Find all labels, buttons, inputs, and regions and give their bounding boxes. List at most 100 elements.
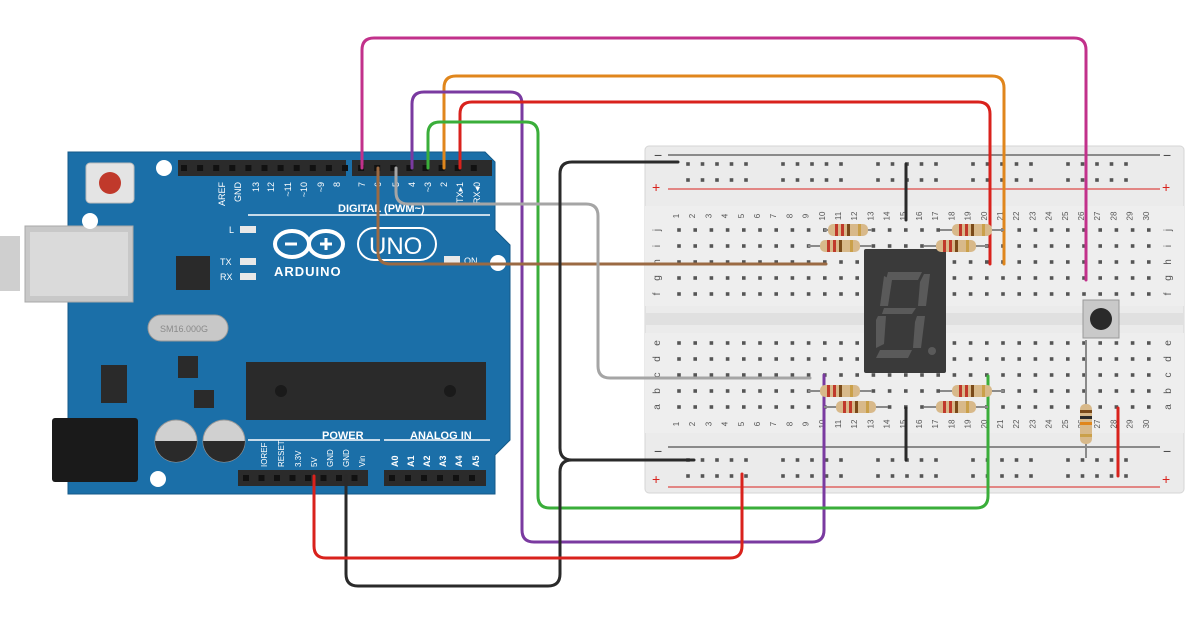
breadboard-hole[interactable] (1130, 373, 1135, 377)
breadboard-hole[interactable] (1066, 357, 1070, 361)
header-pin-hole[interactable] (213, 165, 220, 171)
breadboard-hole[interactable] (725, 228, 730, 232)
breadboard-hole[interactable] (1033, 276, 1038, 280)
resistor[interactable] (924, 401, 988, 413)
breadboard-hole[interactable] (920, 228, 924, 232)
digital-header-right[interactable] (352, 160, 492, 176)
breadboard-hole[interactable] (1080, 458, 1085, 462)
breadboard-hole[interactable] (871, 244, 876, 248)
breadboard-hole[interactable] (824, 474, 829, 478)
breadboard-hole[interactable] (1098, 373, 1102, 377)
breadboard-hole[interactable] (855, 260, 859, 264)
breadboard-hole[interactable] (1130, 244, 1135, 248)
breadboard-hole[interactable] (1014, 178, 1019, 182)
header-pin-hole[interactable] (258, 475, 265, 481)
breadboard-hole[interactable] (887, 389, 892, 393)
breadboard-hole[interactable] (1017, 276, 1021, 280)
breadboard-hole[interactable] (1033, 228, 1038, 232)
header-pin-hole[interactable] (470, 165, 477, 171)
breadboard-hole[interactable] (985, 292, 989, 296)
breadboard-hole[interactable] (1029, 458, 1033, 462)
breadboard-hole[interactable] (806, 373, 811, 377)
breadboard-hole[interactable] (742, 260, 746, 264)
breadboard-hole[interactable] (806, 405, 811, 409)
breadboard-hole[interactable] (709, 405, 714, 409)
breadboard-hole[interactable] (795, 162, 800, 166)
breadboard-hole[interactable] (781, 458, 785, 462)
breadboard-hole[interactable] (1082, 244, 1086, 248)
breadboard-hole[interactable] (1147, 260, 1151, 264)
breadboard-hole[interactable] (1014, 162, 1019, 166)
breadboard-hole[interactable] (1049, 260, 1054, 264)
breadboard-hole[interactable] (1124, 474, 1128, 478)
breadboard-hole[interactable] (758, 373, 762, 377)
breadboard-hole[interactable] (871, 373, 876, 377)
breadboard-hole[interactable] (1098, 357, 1102, 361)
header-pin-hole[interactable] (351, 475, 358, 481)
breadboard-hole[interactable] (1130, 389, 1135, 393)
breadboard-hole[interactable] (700, 458, 705, 462)
breadboard-hole[interactable] (795, 178, 800, 182)
breadboard-hole[interactable] (919, 458, 924, 462)
breadboard-hole[interactable] (1114, 228, 1119, 232)
breadboard-hole[interactable] (709, 260, 714, 264)
header-pin-hole[interactable] (325, 165, 332, 171)
breadboard-hole[interactable] (790, 276, 795, 280)
breadboard-hole[interactable] (855, 341, 859, 345)
header-pin-hole[interactable] (261, 165, 268, 171)
breadboard-hole[interactable] (1080, 178, 1085, 182)
breadboard-hole[interactable] (1033, 292, 1038, 296)
power-header[interactable] (238, 470, 368, 486)
header-pin-hole[interactable] (229, 165, 236, 171)
breadboard-hole[interactable] (1014, 474, 1019, 478)
breadboard-hole[interactable] (920, 244, 924, 248)
breadboard-hole[interactable] (876, 162, 880, 166)
breadboard-hole[interactable] (876, 178, 880, 182)
breadboard-hole[interactable] (1066, 260, 1070, 264)
wire-black-gnd[interactable] (344, 458, 574, 588)
breadboard-hole[interactable] (1049, 228, 1054, 232)
breadboard-hole[interactable] (715, 474, 719, 478)
breadboard-hole[interactable] (855, 292, 859, 296)
breadboard-hole[interactable] (1014, 458, 1019, 462)
breadboard-hole[interactable] (1066, 244, 1070, 248)
breadboard-hole[interactable] (774, 341, 778, 345)
breadboard-hole[interactable] (1033, 341, 1038, 345)
breadboard-hole[interactable] (1114, 276, 1119, 280)
breadboard-hole[interactable] (839, 178, 843, 182)
breadboard-hole[interactable] (1049, 244, 1054, 248)
breadboard-hole[interactable] (1130, 341, 1135, 345)
breadboard-hole[interactable] (742, 389, 746, 393)
breadboard-hole[interactable] (1049, 389, 1054, 393)
resistor[interactable] (940, 224, 1004, 236)
breadboard-hole[interactable] (790, 228, 795, 232)
breadboard-hole[interactable] (810, 458, 814, 462)
resistor[interactable] (824, 224, 872, 236)
breadboard-hole[interactable] (1147, 373, 1151, 377)
breadboard-hole[interactable] (1130, 292, 1135, 296)
breadboard-hole[interactable] (729, 458, 734, 462)
header-pin-hole[interactable] (293, 165, 300, 171)
breadboard-hole[interactable] (1098, 292, 1102, 296)
wire-magenta[interactable] (360, 36, 1088, 282)
breadboard-hole[interactable] (1082, 373, 1086, 377)
breadboard-hole[interactable] (890, 458, 895, 462)
breadboard-hole[interactable] (1098, 260, 1102, 264)
breadboard-hole[interactable] (715, 458, 719, 462)
breadboard-hole[interactable] (952, 357, 957, 361)
breadboard-hole[interactable] (952, 276, 957, 280)
breadboard-hole[interactable] (985, 357, 989, 361)
breadboard-hole[interactable] (1109, 458, 1114, 462)
breadboard-hole[interactable] (871, 389, 876, 393)
breadboard-hole[interactable] (790, 260, 795, 264)
breadboard-hole[interactable] (742, 373, 746, 377)
breadboard-hole[interactable] (1109, 178, 1114, 182)
breadboard-hole[interactable] (1001, 357, 1005, 361)
header-pin-hole[interactable] (405, 475, 411, 481)
breadboard-hole[interactable] (774, 357, 778, 361)
breadboard-hole[interactable] (1066, 228, 1070, 232)
header-pin-hole[interactable] (421, 475, 427, 481)
breadboard-hole[interactable] (774, 389, 778, 393)
breadboard-hole[interactable] (677, 244, 681, 248)
breadboard-hole[interactable] (806, 292, 811, 296)
